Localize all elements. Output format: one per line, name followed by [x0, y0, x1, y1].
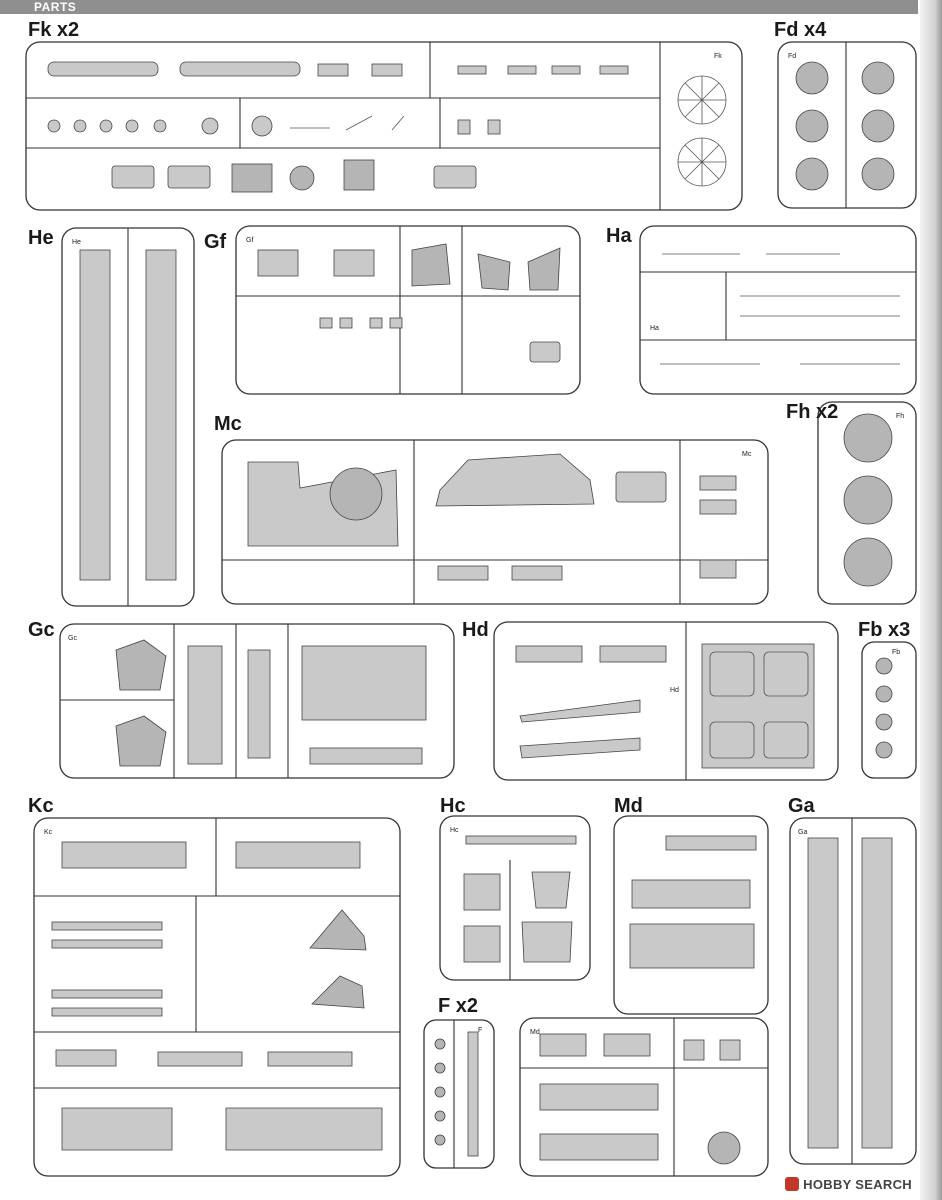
sprue-gf-tag: Gf	[246, 237, 253, 244]
sprue-mc: Mc	[221, 439, 769, 605]
parts-sheet: Fk Fd He Gf	[25, 41, 917, 1177]
sprue-md-tag: Md	[530, 1029, 540, 1036]
parts-header: PARTS	[0, 0, 918, 14]
sprue-f: F	[423, 1019, 495, 1169]
sprue-fh: Fh	[817, 401, 917, 605]
sprue-gf: Gf	[235, 225, 581, 395]
sprue-label-ga: Ga	[788, 795, 815, 817]
sprue-label-gc: Gc	[28, 619, 55, 641]
sprue-ha-tag: Ha	[650, 325, 659, 332]
sprue-he: He	[61, 227, 195, 607]
sprue-label-he: He	[28, 227, 54, 249]
sprue-label-hc: Hc	[440, 795, 466, 817]
sprue-gc-tag: Gc	[68, 635, 77, 642]
sprue-fd: Fd	[777, 41, 917, 209]
sprue-kc: Kc	[33, 817, 401, 1177]
page-edge-shadow	[920, 0, 942, 1200]
sprue-ga-tag: Ga	[798, 829, 807, 836]
sprue-hc-tag: Hc	[450, 827, 459, 834]
sprue-label-f: F x2	[438, 995, 479, 1017]
sprue-label-gf: Gf	[204, 231, 227, 253]
parts-title: PARTS	[34, 0, 77, 14]
watermark: HOBBY SEARCH	[785, 1177, 912, 1192]
sprue-he-tag: He	[72, 239, 81, 246]
sprue-label-fb: Fb x3	[858, 619, 911, 641]
sprue-fb: Fb	[861, 641, 917, 779]
sprue-fd-tag: Fd	[788, 53, 796, 60]
sprue-label-fk: Fk x2	[28, 19, 80, 41]
sprue-f-tag: F	[478, 1027, 482, 1034]
sprue-ga: Ga	[789, 817, 917, 1165]
sprue-hd: Hd	[493, 621, 839, 781]
hobbysearch-logo-icon	[785, 1177, 800, 1191]
sprue-md: Md	[519, 815, 769, 1177]
sprue-mc-tag: Mc	[742, 451, 752, 458]
sprue-label-ha: Ha	[606, 225, 632, 247]
sprue-fh-tag: Fh	[896, 413, 904, 420]
sprue-label-md: Md	[614, 795, 643, 817]
sprue-label-fh: Fh x2	[786, 401, 839, 423]
sprue-fk-tag: Fk	[714, 53, 722, 60]
sprue-hc: Hc	[439, 815, 591, 981]
sprue-fk: Fk	[25, 41, 743, 211]
sprue-gc: Gc	[59, 623, 455, 779]
sprue-ha: Ha	[639, 225, 917, 395]
sprue-kc-tag: Kc	[44, 829, 53, 836]
sprue-label-hd: Hd	[462, 619, 489, 641]
watermark-text: HOBBY SEARCH	[803, 1177, 912, 1192]
sprue-label-mc: Mc	[214, 413, 242, 435]
sprue-fb-tag: Fb	[892, 649, 900, 656]
sprue-label-kc: Kc	[28, 795, 54, 817]
sprue-hd-tag: Hd	[670, 687, 679, 694]
sprue-label-fd: Fd x4	[774, 19, 827, 41]
